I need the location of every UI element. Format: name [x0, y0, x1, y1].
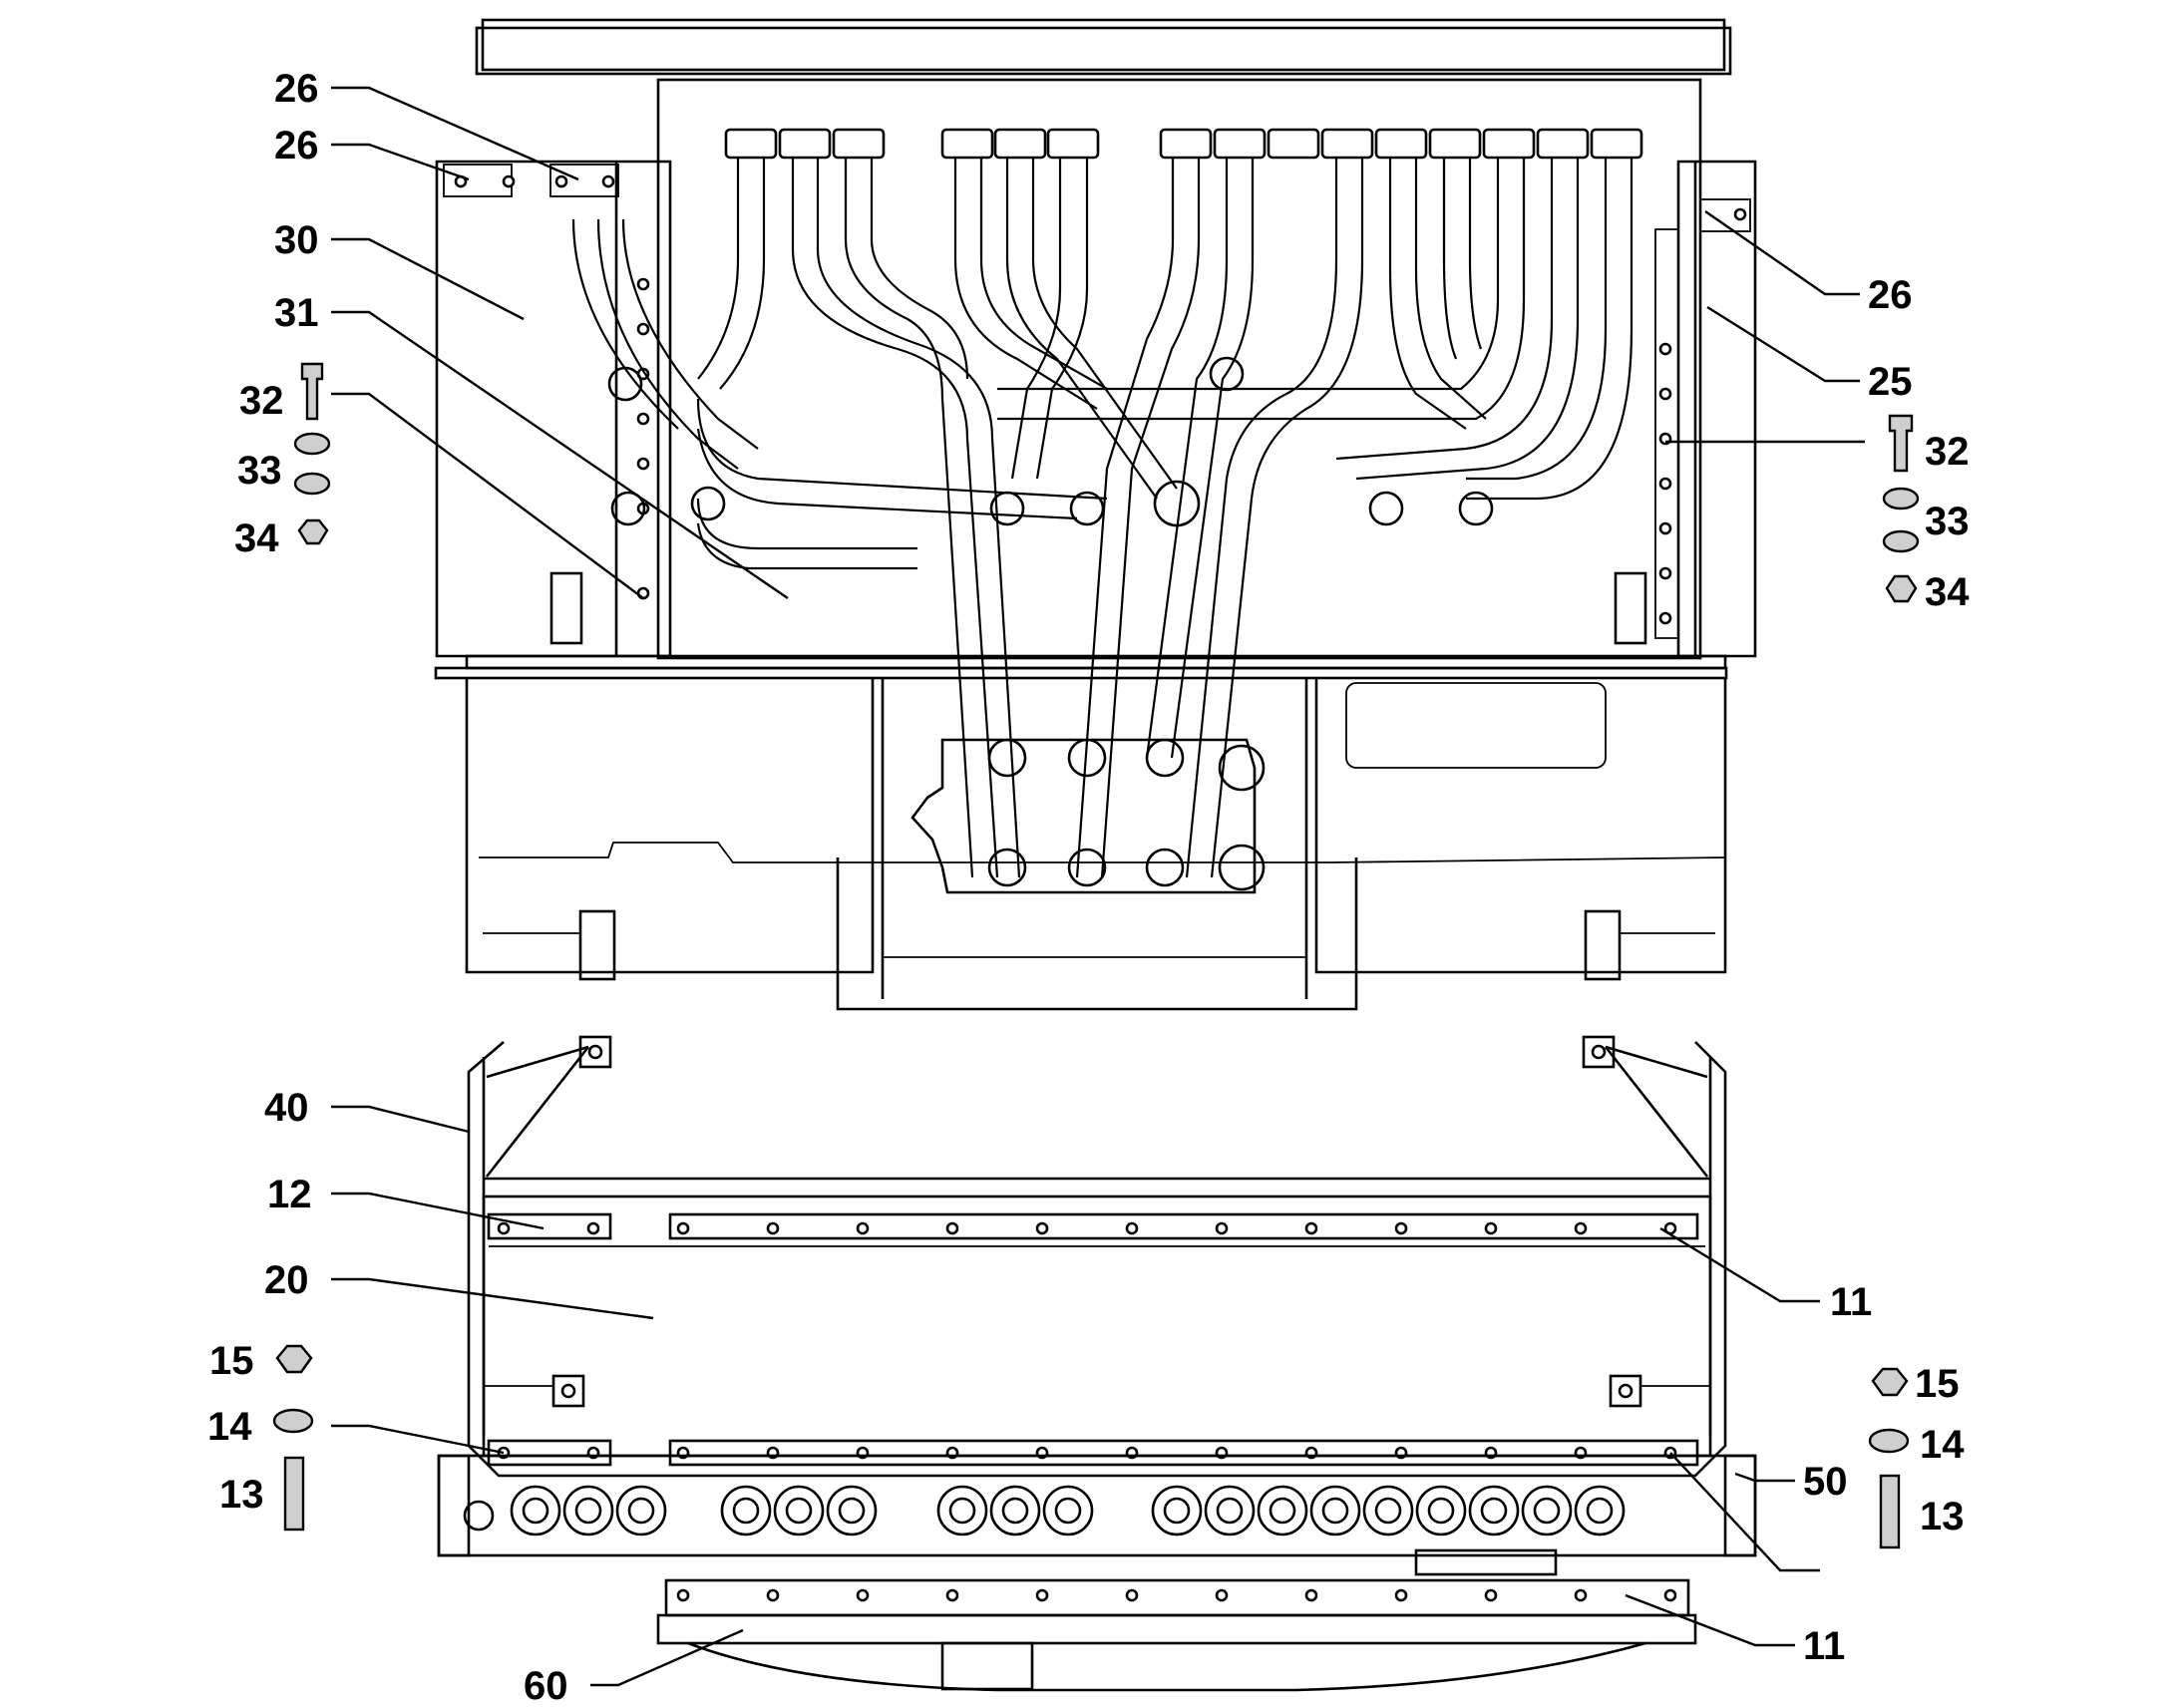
callout-15-right: 15	[1915, 1362, 1960, 1406]
callout-33-left: 33	[237, 449, 282, 493]
callout-32-left: 32	[239, 379, 284, 423]
callout-26-top: 26	[274, 67, 319, 111]
valve-block	[437, 1454, 1757, 1576]
callout-20: 20	[264, 1258, 309, 1302]
valve-ports	[510, 1485, 1626, 1537]
callout-60: 60	[524, 1664, 568, 1708]
leader-lines	[331, 86, 1865, 1687]
pipe-flanges	[607, 356, 1494, 891]
lower-bolt-row-top	[497, 1221, 1677, 1235]
lower-frame	[467, 1035, 1727, 1478]
callout-14-right: 14	[1920, 1423, 1965, 1467]
callout-13-right: 13	[1920, 1495, 1965, 1538]
callout-26-second: 26	[274, 124, 319, 168]
callout-labels: 26 26 30 31 32 33 34 26 25 32 33 34 40 1…	[207, 67, 1970, 1708]
callout-32-right: 32	[1925, 430, 1970, 474]
callout-12: 12	[267, 1173, 312, 1216]
callout-30: 30	[274, 218, 319, 262]
callout-50: 50	[1803, 1460, 1848, 1504]
upper-housing	[434, 18, 1757, 1011]
callout-11-lower: 11	[1803, 1624, 1845, 1668]
bottom-bracket	[656, 1578, 1697, 1692]
hydraulic-pipes	[571, 158, 1634, 878]
hardware-right-upper	[1882, 414, 1920, 603]
callout-14-left: 14	[207, 1405, 252, 1449]
callout-13-left: 13	[219, 1473, 264, 1517]
callout-25: 25	[1868, 360, 1913, 404]
callout-31: 31	[274, 291, 319, 335]
callout-34-right: 34	[1925, 570, 1970, 614]
hardware-left-lower	[272, 1344, 314, 1532]
callout-40: 40	[264, 1086, 309, 1130]
top-pipe-caps	[724, 128, 1643, 160]
callout-15-left: 15	[209, 1339, 254, 1383]
callout-33-right: 33	[1925, 500, 1970, 543]
hardware-left-upper	[293, 362, 331, 545]
callout-26-right: 26	[1868, 273, 1913, 317]
hardware-right-lower	[1868, 1367, 1910, 1549]
callout-11-upper: 11	[1830, 1280, 1872, 1324]
upper-frame-bolts	[454, 174, 1747, 625]
callout-34-left: 34	[234, 516, 279, 560]
